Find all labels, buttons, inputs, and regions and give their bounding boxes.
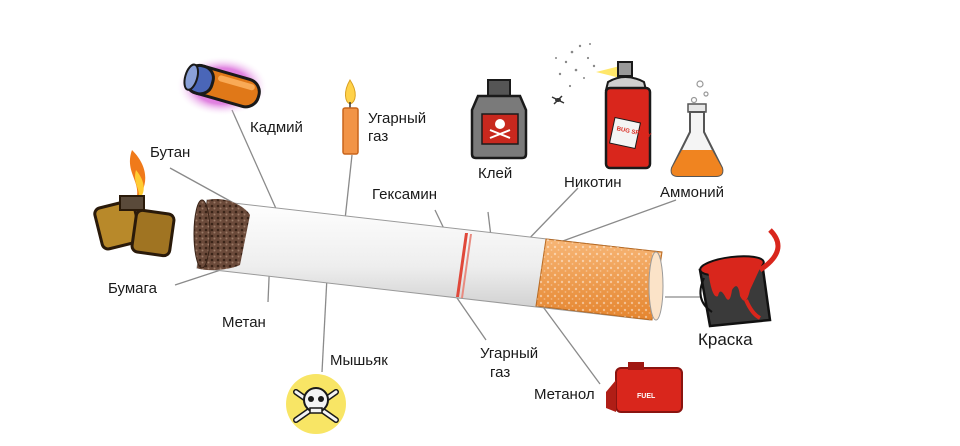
cigarette-band (456, 233, 468, 297)
label-methanol: Метанол (534, 386, 595, 403)
label-hexamine: Гексамин (372, 186, 438, 203)
label-butane: Бутан (150, 144, 191, 161)
label-carbon-monoxide-top-2: газ (368, 128, 389, 145)
label-paper: Бумага (108, 280, 157, 297)
paint-bucket-icon (698, 228, 781, 328)
leader-line-methanol (537, 299, 601, 385)
skull-icon (286, 374, 346, 434)
cigarette-tobacco-end (197, 198, 250, 271)
leader-line-nicotine (521, 187, 579, 247)
candle-icon (342, 79, 359, 155)
fuel-canister-icon: FUEL (606, 362, 683, 413)
label-methane: Метан (222, 314, 266, 331)
canister-label: FUEL (637, 393, 656, 400)
battery-icon (176, 56, 268, 116)
spray-can-icon: BUG SPRAY (551, 43, 652, 170)
label-arsenic: Мышьяк (330, 352, 388, 369)
label-nicotine: Никотин (564, 174, 622, 191)
lighter-icon (93, 150, 176, 258)
label-carbon-monoxide-top-1: Угарный (368, 110, 427, 127)
label-carbon-monoxide-bottom-2: газ (490, 364, 511, 381)
glue-bottle-icon (470, 79, 528, 160)
label-ammonia: Аммоний (660, 184, 725, 201)
label-carbon-monoxide-bottom-1: Угарный (480, 345, 539, 362)
cigarette (193, 198, 664, 321)
label-paint: Краска (698, 330, 753, 349)
cigarette-filter-end (648, 251, 664, 321)
flask-icon (670, 80, 724, 177)
label-cadmium: Кадмий (250, 119, 303, 136)
label-glue: Клей (478, 165, 513, 182)
